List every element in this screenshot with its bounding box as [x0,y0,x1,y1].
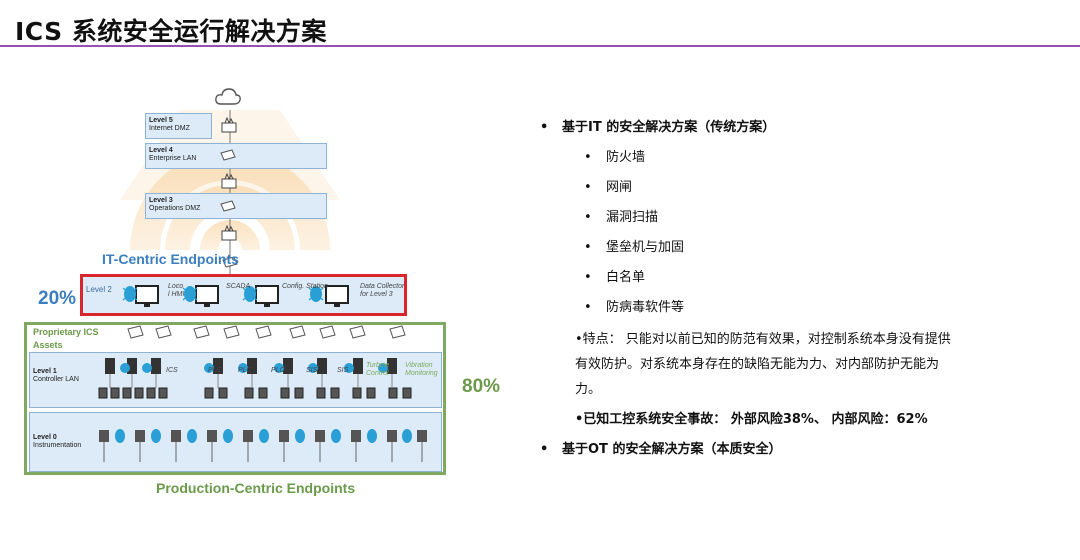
proprietary-text: Proprietary ICS [33,327,99,337]
l1-item-ics: ICS [166,367,178,374]
firewall-icon [221,225,237,241]
cloud-icon [215,88,241,105]
controllers-row [98,358,412,399]
bullet-ot-solution: • 基于OT 的安全解决方案（本质安全） [540,438,781,457]
it-solution-heading: 基于IT 的安全解决方案（传统方案） [562,120,776,135]
monitor-icon [325,285,349,307]
l1-item-plc1: PLC [208,367,222,374]
feature-line-1: •特点： 只能对以前已知的防范有效果，对控制系统本身没有提供 [575,332,951,347]
bullet-dot: • [540,442,549,457]
percent-ot: 80% [462,376,501,397]
list-item: •堡垒机与加固 [584,240,685,255]
list-item: •漏洞扫描 [584,210,659,225]
incident-stats: •已知工控系统安全事故： 外部风险38%、 内部风险：62% [575,412,928,427]
network-switches-row [127,325,406,339]
bullet-it-solution: • 基于IT 的安全解决方案（传统方案） [540,116,775,135]
level-2-label: Level 2 [86,285,112,294]
l1-item-sis2: SIS [337,367,349,374]
l1-item-turbine: Turbine Control [366,362,390,377]
l2-item-config: Config. Station [282,283,328,290]
proprietary-ics-label: Proprietary ICS Assets [33,326,99,352]
assets-text: Assets [33,340,63,350]
feature-line-2: 有效防护。对系统本身存在的缺陷无能为力、对内部防护无能为 [575,357,940,372]
list-item: •防火墙 [584,150,646,165]
title-underline [0,45,1080,47]
level-5-box [145,113,212,139]
l1-item-plc3: PLC [271,367,285,374]
l2-item-scada: SCADA [226,283,251,290]
ot-solution-heading: 基于OT 的安全解决方案（本质安全） [562,442,782,457]
monitor-icon [135,285,159,307]
production-centric-label: Production-Centric Endpoints [156,480,356,496]
list-item: •白名单 [584,270,646,285]
feature-line-3: 力。 [575,382,602,397]
firewall-icon [221,173,237,189]
production-zone-box [24,322,446,475]
l1-item-vibration: Vibration Monitoring [405,362,438,377]
switch-icon [220,149,236,161]
switch-icon [222,256,238,268]
bullet-dot: • [540,120,549,135]
level-2-endpoints [122,285,349,307]
it-centric-label: IT-Centric Endpoints [102,251,239,267]
monitor-icon [255,285,279,307]
level-1-box [29,352,442,408]
switch-icon [220,200,236,212]
page-title: ICS 系统安全运行解决方案 [15,17,327,46]
level-4-box [145,143,327,169]
l1-item-sis1: SIS [306,367,318,374]
list-item: •防病毒软件等 [584,300,685,315]
monitor-icon [195,285,219,307]
l1-item-plc2: PLC [238,367,252,374]
list-item: •网闸 [584,180,633,195]
l2-item-hmi: Loco l HMI [168,283,185,298]
level-3-box [145,193,327,219]
instrumentation-row [99,429,427,462]
percent-it: 20% [38,288,77,309]
firewall-icon [221,117,237,133]
l2-item-collector: Data Collector for Level 3 [360,283,405,298]
